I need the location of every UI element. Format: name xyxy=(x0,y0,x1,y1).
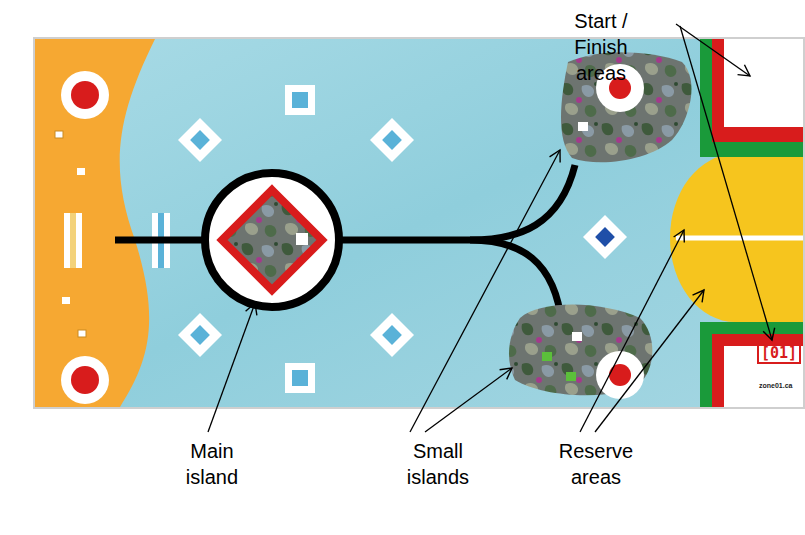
logo-mark: [01] xyxy=(757,343,801,364)
area-label: Reserve areas xyxy=(548,438,644,490)
logo-url: zone01.ca xyxy=(759,382,792,390)
area-label: Small islands xyxy=(395,438,481,490)
area-label: Main island xyxy=(170,438,254,490)
area-label: Start / Finish areas xyxy=(553,8,649,86)
